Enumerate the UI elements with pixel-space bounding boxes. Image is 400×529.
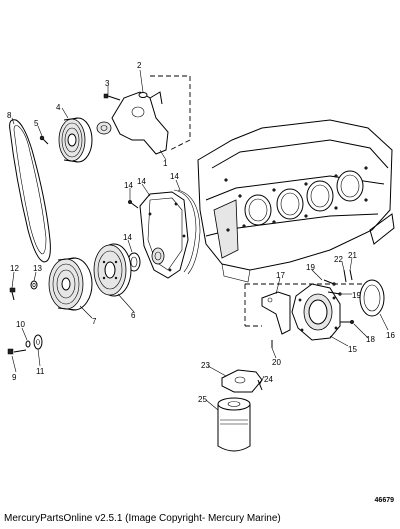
water-pump [96,91,169,155]
callout-9: 9 [12,373,17,382]
callout-3: 3 [105,79,110,88]
damper-bolt-9 [7,348,27,355]
callout-12: 12 [10,264,19,273]
harmonic-balancer [93,243,132,297]
adapter-bolt-24 [257,379,263,391]
pulley-bolt [39,135,49,145]
callout-17: 17 [276,271,285,280]
callout-10: 10 [16,320,25,329]
rear-seal-housing [291,283,341,341]
callout-24: 24 [264,375,273,384]
crankshaft-pulley [48,257,93,311]
housing-bolts [323,269,355,325]
diagram-reference-number: 46679 [374,497,394,504]
callout-4: 4 [56,103,61,112]
callout-2: 2 [137,61,142,70]
timing-cover [139,191,189,279]
callout-6: 6 [131,311,136,320]
callout-5: 5 [34,119,39,128]
callout-19-upper: 19 [306,263,315,272]
washer-13 [30,280,38,290]
callout-8: 8 [7,111,12,120]
pump-bolt [103,93,121,101]
cylinder-bore-row [244,170,364,226]
callout-labels: 1 2 3 4 5 6 7 8 9 10 11 12 13 14 14 14 1… [7,61,395,404]
oil-filter-adapter [221,369,263,393]
callout-23: 23 [201,361,210,370]
timing-cover-bolt [127,199,139,209]
callout-13: 13 [33,264,42,273]
callout-14-seal: 14 [123,233,132,242]
callout-22: 22 [334,255,343,264]
copyright-footer: MercuryPartsOnline v2.5.1 (Image Copyrig… [4,513,281,524]
callout-25: 25 [198,395,207,404]
callout-14-cover: 14 [137,177,146,186]
callout-19-lower: 19 [352,291,361,300]
timing-cover-gasket [173,189,201,275]
oil-filter [217,397,251,452]
callout-16: 16 [386,331,395,340]
callout-14-bolt: 14 [124,181,133,190]
callout-20: 20 [272,358,281,367]
callout-21: 21 [348,251,357,260]
drive-belt [9,119,51,263]
water-pump-pulley [58,117,93,163]
leader-lines [11,69,389,411]
pulley-bolt-12 [9,287,16,301]
block-bolt-holes [224,166,368,232]
lock-washer-10 [25,340,31,348]
callout-15: 15 [348,345,357,354]
rear-housing-gasket [261,291,291,335]
engine-block [197,119,395,283]
callout-14-gasket: 14 [170,172,179,181]
callout-11: 11 [36,367,45,376]
washer-11 [33,334,43,350]
callout-7: 7 [92,317,97,326]
callout-1: 1 [163,159,168,168]
rear-main-seal [359,279,385,317]
callout-18: 18 [366,335,375,344]
